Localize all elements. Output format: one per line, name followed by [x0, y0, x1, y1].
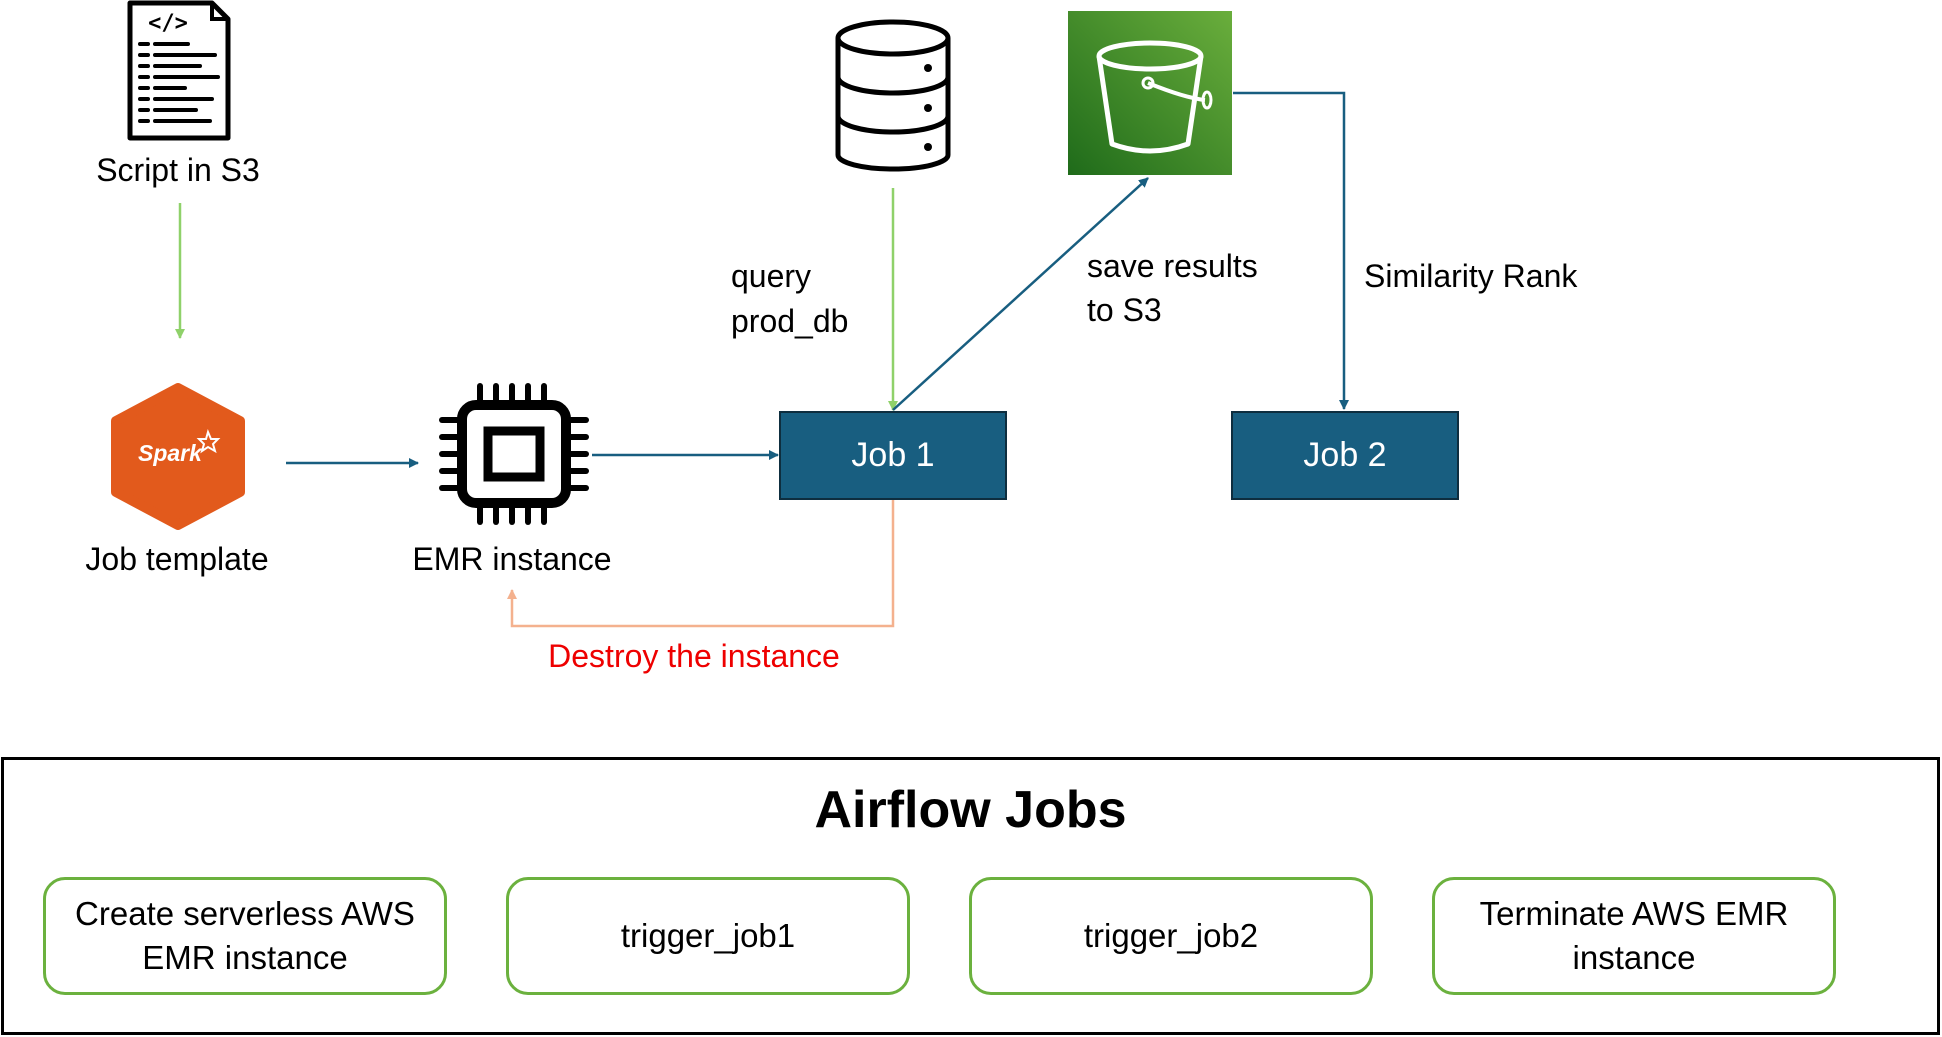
job2-box: Job 2 — [1231, 411, 1459, 500]
svg-text:</>: </> — [148, 11, 188, 36]
task-trigger-job1[interactable]: trigger_job1 — [506, 877, 910, 995]
task-create-emr-label: Create serverless AWS EMR instance — [75, 895, 415, 976]
script-label: Script in S3 — [96, 152, 260, 188]
similarity-rank-label: Similarity Rank — [1364, 258, 1578, 294]
template-label: Job template — [85, 541, 269, 577]
arrow-job1-to-s3 — [892, 177, 1149, 411]
airflow-jobs-panel: Airflow Jobs Create serverless AWS EMR i… — [1, 757, 1940, 1035]
job1-box: Job 1 — [779, 411, 1007, 500]
arrow-job1-destroy-emr — [507, 498, 895, 628]
job2-label: Job 2 — [1303, 436, 1387, 474]
spark-logo-icon — [111, 383, 245, 530]
s3-bucket-icon — [1068, 11, 1232, 175]
task-trigger-job2-label: trigger_job2 — [1083, 917, 1259, 954]
task-trigger-job2[interactable]: trigger_job2 — [969, 877, 1373, 995]
script-document-icon: </> — [127, 0, 231, 141]
job1-label: Job 1 — [851, 436, 935, 474]
task-terminate-emr[interactable]: Terminate AWS EMR instance — [1432, 877, 1836, 995]
airflow-title: Airflow Jobs — [814, 781, 1127, 839]
save-label-line2: to S3 — [1087, 292, 1162, 328]
emr-label: EMR instance — [412, 541, 612, 577]
task-terminate-emr-label: Terminate AWS EMR instance — [1479, 895, 1789, 976]
query-label-line1: query — [731, 258, 812, 294]
destroy-instance-label: Destroy the instance — [548, 638, 840, 674]
task-trigger-job1-label: trigger_job1 — [620, 917, 796, 954]
spark-logo-text: Spark — [138, 440, 202, 466]
task-create-emr[interactable]: Create serverless AWS EMR instance — [43, 877, 447, 995]
save-label-line1: save results — [1087, 248, 1258, 284]
arrow-s3-to-job2 — [1233, 91, 1349, 410]
database-icon — [835, 19, 951, 172]
query-label-line2: prod_db — [731, 303, 849, 339]
emr-chip-icon — [439, 383, 589, 525]
diagram-canvas: </> — [111, 0, 1349, 628]
